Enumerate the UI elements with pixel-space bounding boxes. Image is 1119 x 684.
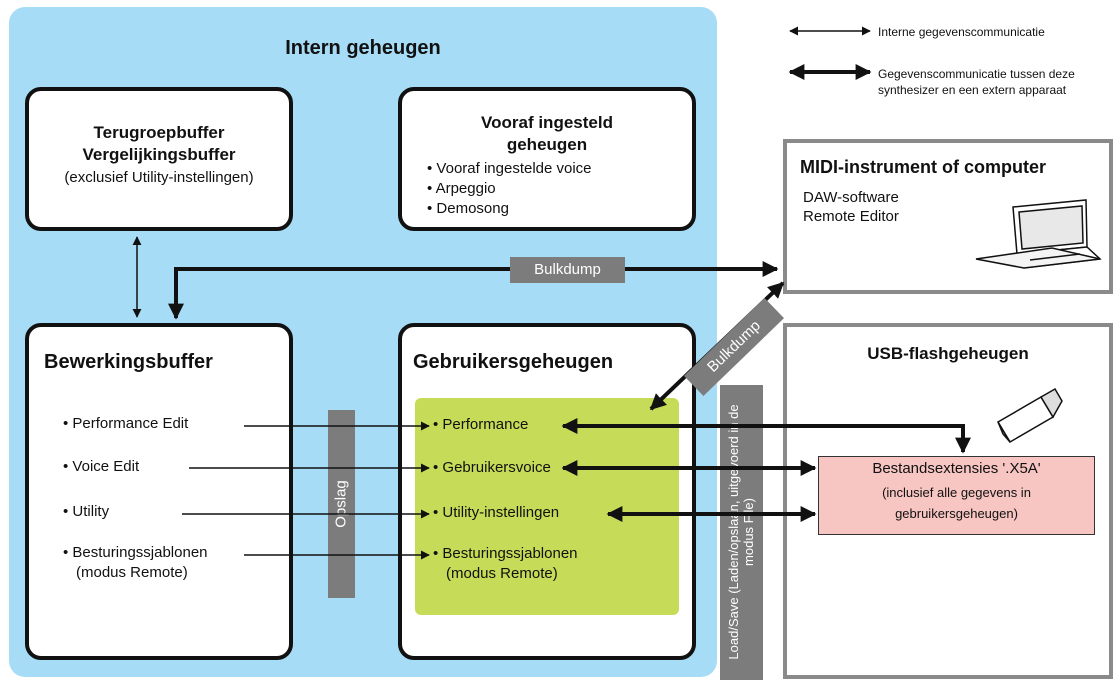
bulkdump-top-arrow: [168, 261, 779, 320]
edit-buffer-box: [25, 323, 293, 660]
user-item-templates-label: Besturingssjablonen: [442, 545, 578, 562]
user-item-templates-sub: (modus Remote): [446, 565, 558, 582]
user-item-voice-label: Gebruikersvoice: [442, 459, 551, 476]
user-item-utility: • Utility-instellingen: [433, 504, 560, 521]
user-item-performance-label: Performance: [442, 416, 529, 433]
recall-buffer-box: [25, 87, 293, 231]
recall-buffer-title-1: Terugroepbuffer: [93, 123, 225, 142]
preset-memory-title-2: geheugen: [506, 135, 588, 154]
edit-buffer-title: Bewerkingsbuffer: [44, 351, 213, 373]
usb-title: USB-flashgeheugen: [867, 344, 1029, 363]
edit-item-performance: • Performance Edit: [63, 415, 189, 432]
legend-internal-label: Interne gegevenscommunicatie: [878, 25, 1045, 39]
user-item-voice: • Gebruikersvoice: [433, 459, 551, 476]
edit-item-utility: • Utility: [63, 503, 110, 520]
bulkdump-label-horizontal: [510, 257, 625, 283]
store-bar: [328, 410, 355, 598]
file-extension-line1: Bestandsextensies '.X5A': [872, 460, 1041, 477]
usb-stick-icon: [996, 387, 1063, 444]
user-item-utility-label: Utility-instellingen: [442, 504, 560, 521]
legend-external-label: Gegevenscommunicatie tussen deze synthes…: [878, 67, 1075, 97]
bulkdump-text-horizontal: Bulkdump: [534, 261, 601, 278]
edit-item-templates-sub: (modus Remote): [76, 564, 188, 581]
recall-buffer-title-2: Vergelijkingsbuffer: [82, 145, 236, 164]
internal-memory-title: Intern geheugen: [285, 37, 441, 59]
edit-item-voice-label: Voice Edit: [72, 458, 140, 475]
user-item-templates: • Besturingssjablonen: [433, 545, 578, 562]
edit-item-templates: • Besturingssjablonen: [63, 544, 208, 561]
file-extension-line2: (inclusief alle gegevens in: [882, 485, 1031, 500]
user-memory-title: Gebruikersgeheugen: [413, 351, 614, 373]
midi-line-remote: Remote Editor: [803, 208, 899, 225]
loadsave-arrow-performance: [561, 418, 971, 454]
laptop-icon: [975, 199, 1102, 269]
user-item-performance: • Performance: [433, 416, 529, 433]
preset-item-arpeggio: Arpeggio: [427, 179, 592, 199]
preset-memory-list: Vooraf ingestelde voice Arpeggio Demoson…: [427, 159, 592, 219]
preset-item-demosong: Demosong: [427, 199, 592, 219]
midi-title: MIDI-instrument of computer: [800, 157, 1046, 177]
midi-line-daw: DAW-software: [803, 189, 899, 206]
edit-item-templates-label: Besturingssjablonen: [72, 544, 208, 561]
preset-memory-title-1: Vooraf ingesteld: [481, 113, 613, 132]
edit-item-utility-label: Utility: [72, 503, 110, 520]
preset-item-voice: Vooraf ingestelde voice: [427, 159, 591, 179]
file-extension-line3: gebruikersgeheugen): [895, 506, 1018, 521]
edit-item-voice: • Voice Edit: [63, 458, 140, 475]
file-extension-box: [818, 456, 1095, 535]
edit-item-performance-label: Performance Edit: [72, 415, 189, 432]
recall-buffer-subtitle: (exclusief Utility-instellingen): [64, 169, 254, 186]
